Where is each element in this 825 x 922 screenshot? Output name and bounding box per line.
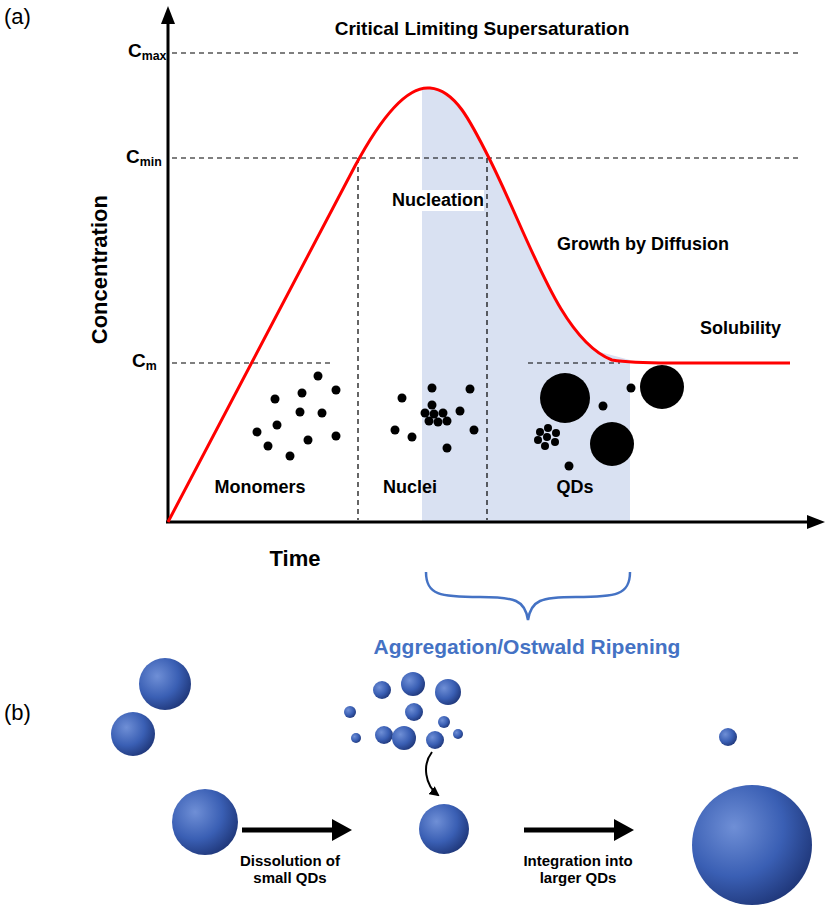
bracket-label: Aggregation/Ostwald Ripening	[374, 635, 681, 659]
step-label: Dissolution of small QDs	[225, 852, 355, 887]
stage-label: Nucleation	[392, 190, 484, 211]
process-arrows	[242, 828, 618, 833]
stage-label: Monomers	[214, 477, 305, 498]
monomer-dots	[253, 372, 341, 461]
process-arrowheads	[332, 819, 634, 841]
qd-particles	[534, 365, 684, 471]
axis-tick-label: Cmin	[126, 146, 162, 169]
stage-label: Nuclei	[383, 477, 437, 498]
curly-brace	[426, 572, 630, 620]
axis-tick-label: Cm	[132, 350, 157, 373]
stage-label: QDs	[556, 477, 593, 498]
axis-tick-label: Cmax	[128, 40, 166, 63]
axis-title: Concentration	[87, 195, 112, 344]
nuclei-dots	[391, 384, 479, 453]
concentration-curve	[168, 88, 790, 522]
dashed-guides	[172, 53, 800, 520]
quantum-dot-spheres	[111, 658, 812, 905]
panel-letter: (a)	[4, 4, 31, 29]
curved-arrow	[426, 752, 438, 795]
guide-label: Solubility	[700, 318, 781, 339]
stage-label: Growth by Diffusion	[557, 234, 729, 255]
axis-title: Time	[270, 546, 321, 571]
guide-label: Critical Limiting Supersaturation	[335, 18, 630, 40]
axes	[161, 6, 825, 529]
step-label: Integration into larger QDs	[513, 852, 643, 887]
panel-letter: (b)	[4, 700, 31, 725]
